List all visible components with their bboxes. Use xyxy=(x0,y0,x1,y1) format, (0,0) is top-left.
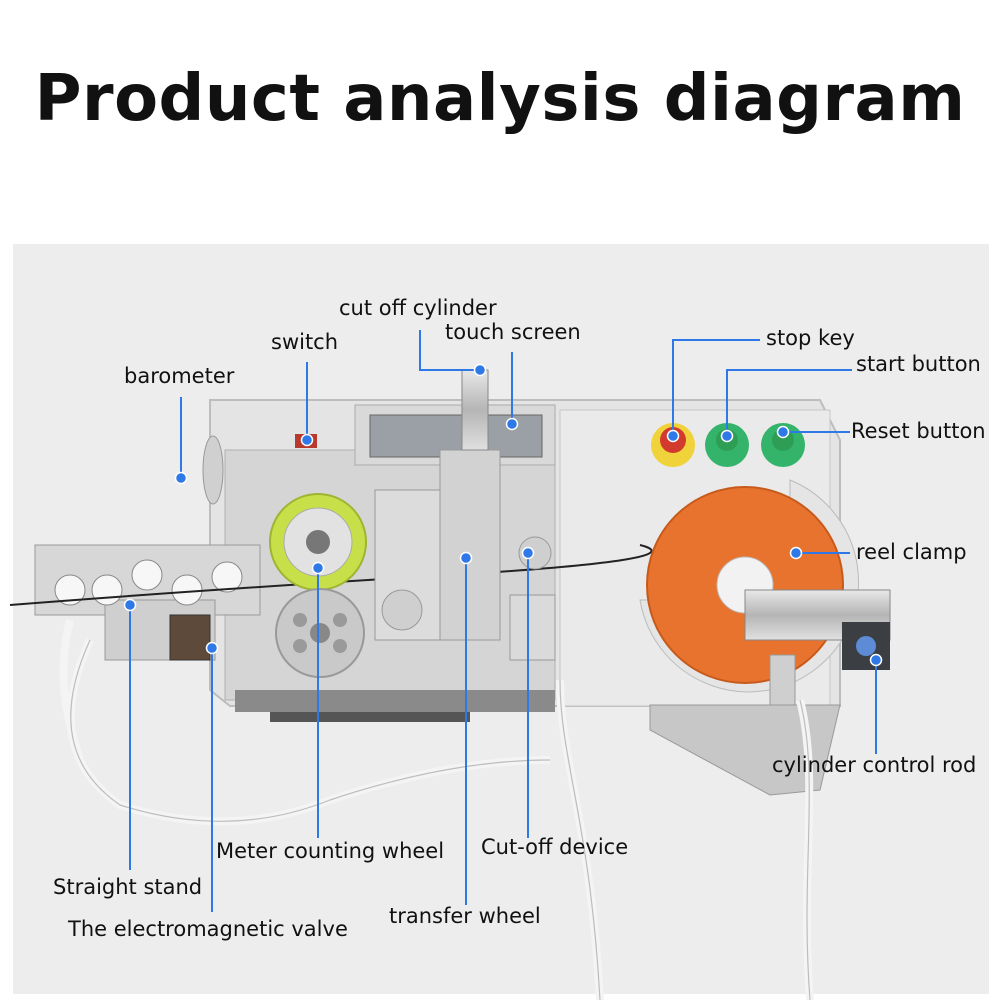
callout-leader-lines xyxy=(129,330,877,912)
label-start-button: start button xyxy=(856,352,981,376)
drive-wheel xyxy=(275,588,365,678)
cut-off-module xyxy=(374,369,556,661)
label-straight-stand: Straight stand xyxy=(53,875,203,899)
label-electromagnetic-valve: The electromagnetic valve xyxy=(68,917,348,941)
label-meter-counting-wheel: Meter counting wheel xyxy=(216,839,445,863)
label-reset-button: Reset button xyxy=(851,419,986,443)
label-cut-off-device: Cut-off device xyxy=(481,835,629,859)
label-barometer: barometer xyxy=(124,364,235,388)
straight-stand-assembly xyxy=(34,544,261,661)
label-reel-clamp: reel clamp xyxy=(856,540,967,564)
reel-assembly xyxy=(639,479,891,796)
barometer-gauge xyxy=(202,435,224,505)
label-stop-key: stop key xyxy=(766,326,855,350)
label-transfer-wheel: transfer wheel xyxy=(389,904,541,928)
page-title: Product analysis diagram xyxy=(34,62,966,136)
callout-dots xyxy=(123,363,883,667)
label-cylinder-control-rod: cylinder control rod xyxy=(772,753,977,777)
label-touch-screen: touch screen xyxy=(445,320,581,344)
label-switch: switch xyxy=(271,330,339,354)
label-cut-off-cylinder: cut off cylinder xyxy=(339,296,497,320)
